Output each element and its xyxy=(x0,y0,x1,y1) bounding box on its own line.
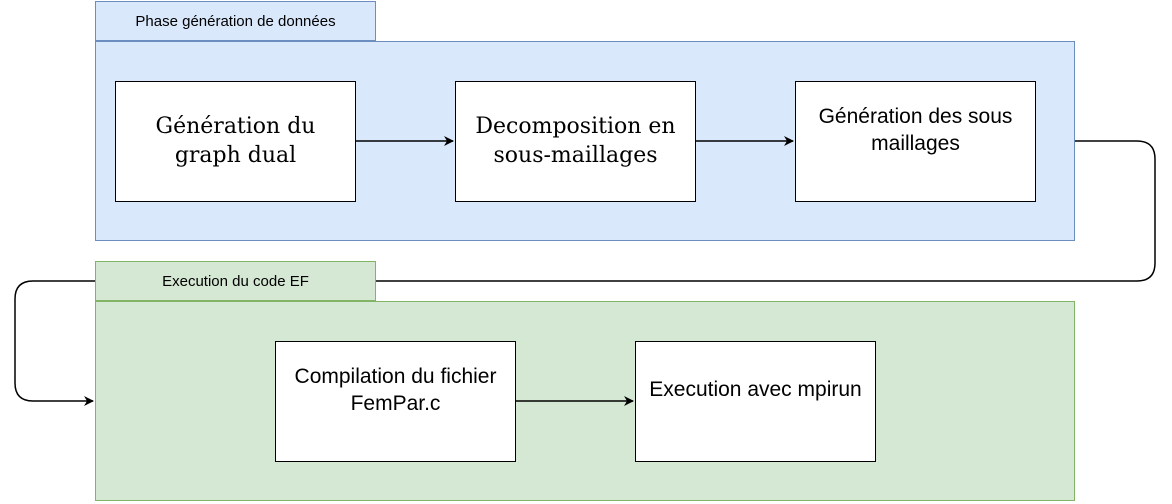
execution-phase-label: Execution du code EF xyxy=(162,272,309,290)
decomposition-node: Decomposition en sous-maillages xyxy=(455,81,696,202)
decomposition-node-label: Decomposition en sous-maillages xyxy=(475,114,676,168)
compilation-node-label: Compilation du fichier FemPar.c xyxy=(294,364,497,415)
execution-mpirun-node-label: Execution avec mpirun xyxy=(649,378,862,402)
arrow-data-generation-to-execution xyxy=(14,140,1156,401)
data-generation-phase-label: Phase génération de données xyxy=(135,12,336,30)
compilation-node: Compilation du fichier FemPar.c xyxy=(275,341,516,462)
data-generation-phase-tab: Phase génération de données xyxy=(95,1,376,41)
execution-mpirun-node: Execution avec mpirun xyxy=(635,341,876,462)
dual-graph-node-label: Génération du graph dual xyxy=(155,114,316,168)
submesh-generation-node-label: Génération des sous maillages xyxy=(818,104,1013,155)
execution-phase-tab: Execution du code EF xyxy=(95,261,376,301)
submesh-generation-node: Génération des sous maillages xyxy=(795,81,1036,202)
dual-graph-node: Génération du graph dual xyxy=(115,81,356,202)
